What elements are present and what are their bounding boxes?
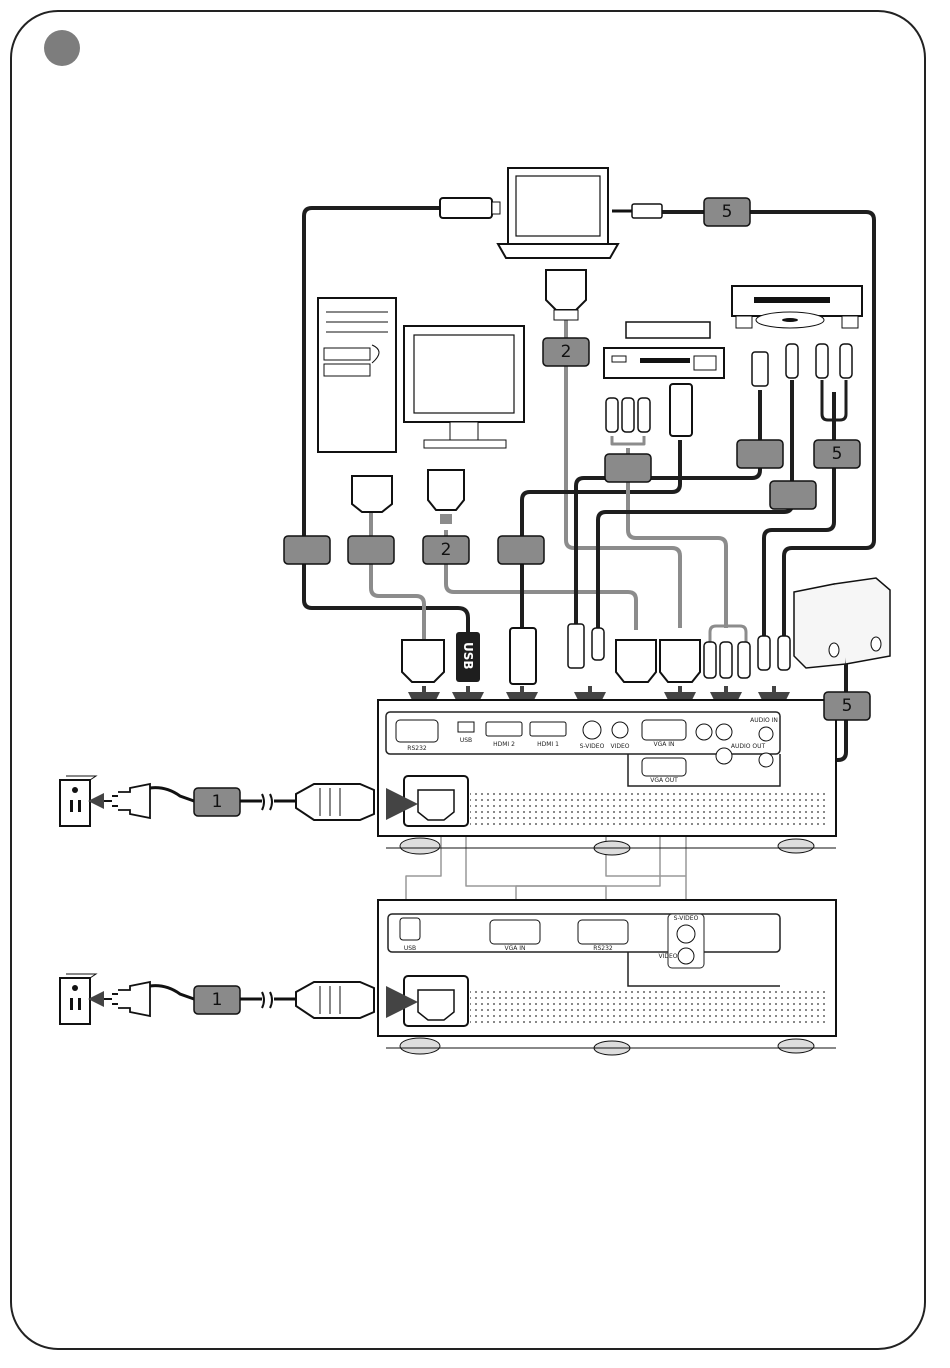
vcr — [604, 322, 724, 378]
laptop — [498, 168, 618, 258]
bottom-port-svideo-label: S-VIDEO — [674, 915, 699, 922]
badge-1-top: 1 — [194, 788, 240, 816]
badge-5-speakers: 5 — [824, 692, 870, 720]
badge-blank-hdmi — [498, 536, 544, 564]
bottom-port-usb-label: USB — [404, 945, 416, 952]
projector-bottom: USB VGA IN RS232 S-VIDEO VIDEO — [378, 900, 836, 1055]
usb-plug-text: USB — [461, 642, 475, 670]
badge-2-laptop-vga: 2 — [543, 338, 589, 366]
badge-blank-composite — [605, 454, 651, 482]
speakers — [794, 578, 890, 668]
port-svideo-label: S-VIDEO — [580, 743, 605, 750]
bottom-port-video-label: VIDEO — [658, 953, 677, 960]
badge-5-laptop-audio: 5 — [704, 198, 750, 226]
port-vga-out-label: VGA OUT — [650, 777, 678, 784]
badge-2-monitor-vga-text: 2 — [441, 540, 452, 560]
bottom-port-vga-in-label: VGA IN — [504, 945, 525, 952]
badge-5-laptop-audio-text: 5 — [722, 202, 733, 222]
badge-1-bottom-text: 1 — [212, 990, 223, 1010]
badge-2-monitor-vga: 2 — [423, 536, 469, 564]
port-usb-label: USB — [460, 737, 472, 744]
port-vga-in-label: VGA IN — [653, 741, 674, 748]
badge-1-top-text: 1 — [212, 792, 223, 812]
port-audio-out-label: AUDIO OUT — [731, 743, 766, 750]
desktop-monitor — [404, 326, 524, 448]
dvd-player — [732, 286, 862, 328]
badge-blank-video — [770, 481, 816, 509]
projector-top: RS232 USB HDMI 2 HDMI 1 S-VIDEO VIDEO VG… — [378, 700, 836, 855]
port-rs232-label: RS232 — [407, 745, 427, 752]
badge-5-speakers-text: 5 — [842, 696, 853, 716]
port-video-label: VIDEO — [610, 743, 629, 750]
badge-5-dvd-audio: 5 — [814, 440, 860, 468]
port-hdmi1-label: HDMI 1 — [537, 741, 559, 748]
badge-blank-usb — [284, 536, 330, 564]
badge-5-dvd-audio-text: 5 — [832, 444, 843, 464]
port-hdmi2-label: HDMI 2 — [493, 741, 515, 748]
desktop-tower — [318, 298, 396, 452]
badge-1-bottom: 1 — [194, 986, 240, 1014]
port-audio-in-label: AUDIO IN — [750, 717, 778, 724]
badge-blank-svideo — [737, 440, 783, 468]
bottom-port-rs232-label: RS232 — [593, 945, 613, 952]
badge-2-laptop-vga-text: 2 — [561, 342, 572, 362]
badge-blank-rs232 — [348, 536, 394, 564]
